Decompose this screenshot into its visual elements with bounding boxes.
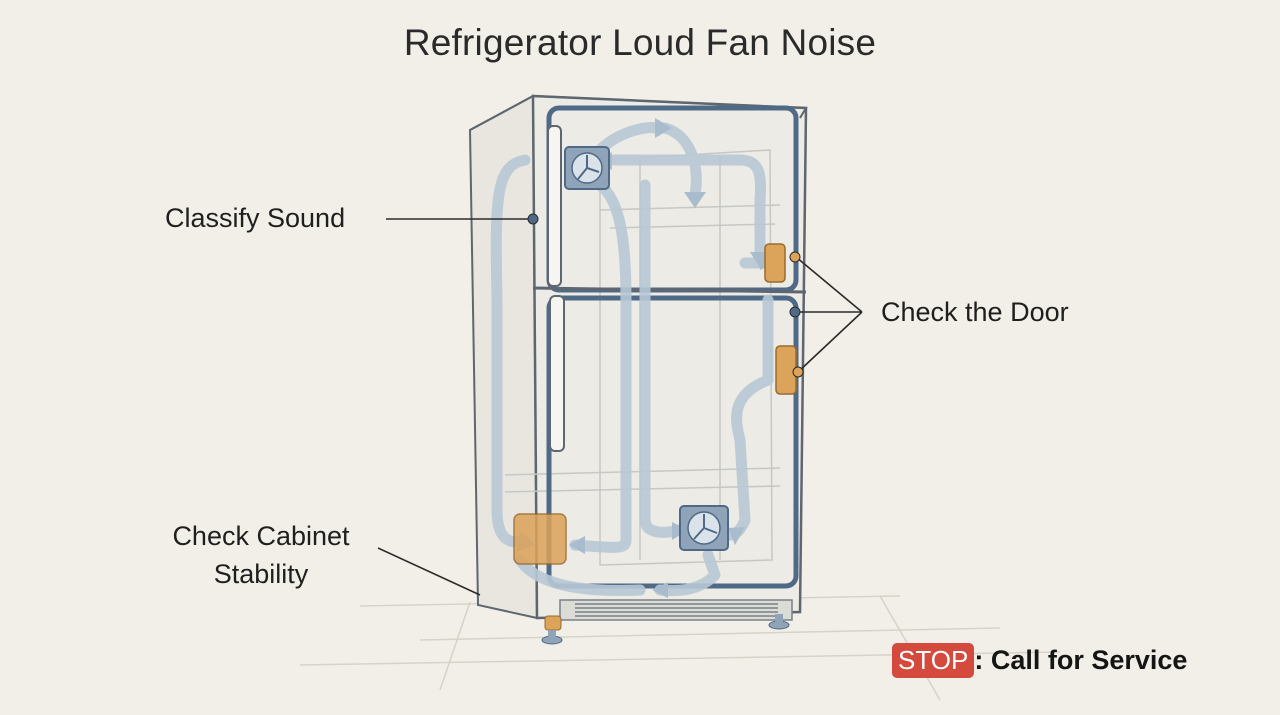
callout-check-cabinet: Check Cabinet Stability [150, 517, 372, 593]
leader-check-door-1 [795, 256, 863, 313]
stop-call-for-service: STOP : Call for Service [892, 642, 1187, 678]
dot-door-gasket [789, 306, 801, 318]
stop-text: : Call for Service [974, 645, 1188, 675]
leader-cabinet [377, 547, 481, 596]
leader-check-door-3 [797, 311, 863, 373]
dot-door-lower [792, 366, 804, 378]
lower-handle [549, 295, 565, 452]
dot-classify-sound [527, 213, 539, 225]
callout-check-cabinet-line2: Stability [213, 559, 309, 589]
callout-check-cabinet-line1: Check Cabinet [172, 521, 350, 551]
fridge-top-edge [469, 94, 808, 131]
callout-classify-sound: Classify Sound [165, 203, 346, 233]
callout-check-door: Check the Door [881, 297, 1069, 327]
diagram-title: Refrigerator Loud Fan Noise [403, 22, 877, 63]
upper-handle [547, 125, 562, 287]
leveling-feet [541, 614, 790, 645]
door-switch-upper [764, 243, 786, 283]
door-divider [532, 286, 807, 294]
stop-badge: STOP [892, 642, 975, 678]
top-fan [564, 146, 610, 190]
cabinet-component [513, 513, 567, 565]
dot-door-upper [789, 251, 801, 263]
leader-lines [377, 218, 863, 596]
base-vent [559, 599, 793, 621]
bottom-fan [679, 505, 729, 551]
